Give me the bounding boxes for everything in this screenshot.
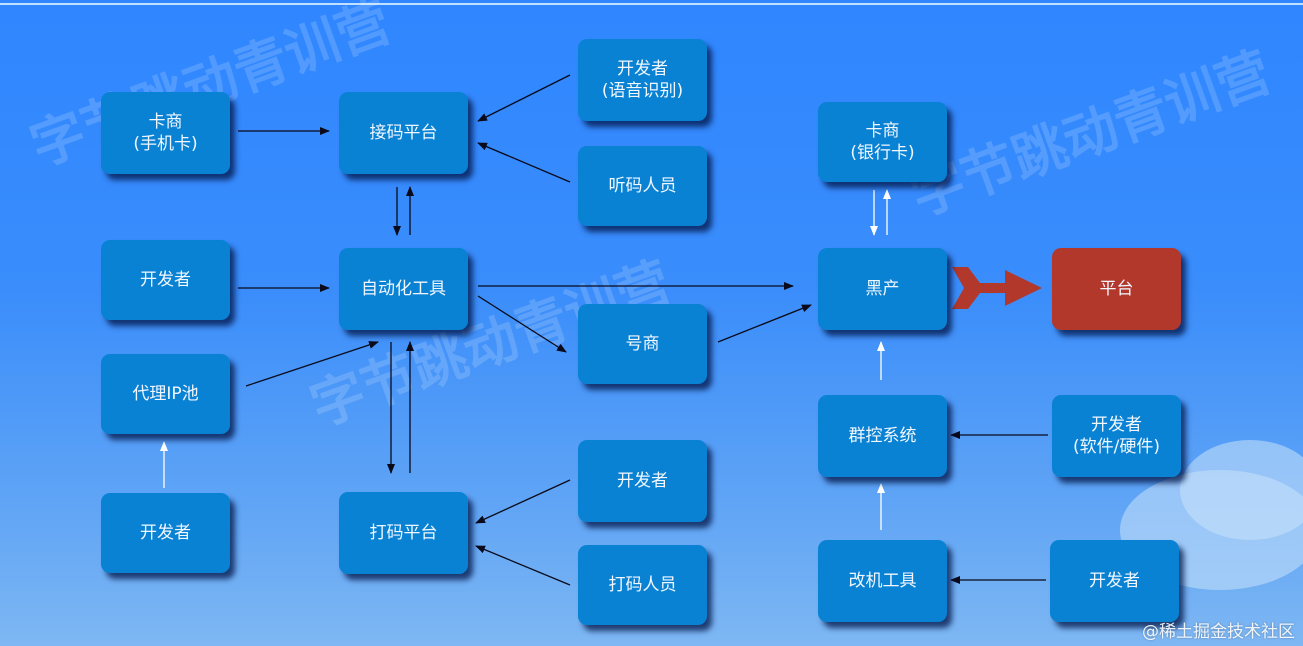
account-dealer-node: 号商	[578, 304, 707, 384]
developer-bottom-left-node: 开发者	[101, 493, 230, 573]
platform-node: 平台	[1052, 248, 1181, 330]
node-label: 打码人员	[608, 575, 677, 595]
developer-voice-node: 开发者 (语音识别)	[578, 39, 707, 121]
node-sublabel: (软件/硬件)	[1073, 437, 1160, 457]
device-modification-tool-node: 改机工具	[818, 540, 947, 622]
code-listener-node: 听码人员	[578, 146, 707, 226]
red-arrow-black-to-platform	[952, 267, 1042, 309]
node-label: 开发者	[140, 270, 191, 290]
node-label: 接码平台	[369, 123, 438, 143]
developer-captcha-node: 开发者	[578, 440, 707, 522]
top-border-line	[0, 3, 1303, 5]
background-cloud	[1180, 440, 1303, 540]
node-label: 改机工具	[848, 571, 917, 591]
node-label: 群控系统	[848, 426, 917, 446]
proxy-ip-pool-node: 代理IP池	[101, 354, 230, 434]
node-label: 打码平台	[369, 523, 438, 543]
arrow-proxy-to-auto	[245, 341, 379, 387]
developer-left-node: 开发者	[101, 240, 230, 320]
developer-mod-node: 开发者	[1050, 540, 1179, 622]
node-label: 平台	[1099, 279, 1134, 299]
node-sublabel: (手机卡)	[133, 134, 198, 154]
code-receiving-platform-node: 接码平台	[339, 92, 468, 174]
developer-hardware-node: 开发者 (软件/硬件)	[1052, 395, 1181, 477]
arrow-devvoice-to-coderecv	[477, 74, 571, 122]
node-label: 代理IP池	[132, 384, 199, 404]
captcha-platform-node: 打码平台	[339, 492, 468, 574]
arrow-dealer-to-black	[717, 304, 812, 343]
footer-credit: @稀土掘金技术社区	[1142, 622, 1295, 642]
group-control-system-node: 群控系统	[818, 395, 947, 477]
node-sublabel: (语音识别)	[601, 81, 684, 101]
node-label: 开发者	[1089, 571, 1140, 591]
node-label: 黑产	[865, 279, 900, 299]
node-label: 听码人员	[608, 176, 677, 196]
arrow-devcaptcha-to-captcha	[475, 479, 571, 524]
node-label: 开发者	[1091, 415, 1142, 435]
node-label: 卡商	[865, 121, 900, 141]
node-label: 卡商	[148, 112, 183, 132]
captcha-worker-node: 打码人员	[578, 545, 707, 625]
card-dealer-phone-node: 卡商 (手机卡)	[101, 92, 230, 174]
node-label: 开发者	[140, 523, 191, 543]
node-sublabel: (银行卡)	[850, 143, 915, 163]
arrow-auto-to-dealer	[477, 295, 567, 353]
node-label: 开发者	[617, 59, 668, 79]
black-industry-node: 黑产	[818, 248, 947, 330]
arrow-listener-to-coderecv	[477, 142, 571, 183]
automation-tool-node: 自动化工具	[339, 248, 468, 330]
arrow-worker-to-captcha	[475, 545, 571, 586]
node-label: 开发者	[617, 471, 668, 491]
node-label: 号商	[625, 334, 660, 354]
card-dealer-bank-node: 卡商 (银行卡)	[818, 102, 947, 182]
node-label: 自动化工具	[361, 279, 446, 299]
